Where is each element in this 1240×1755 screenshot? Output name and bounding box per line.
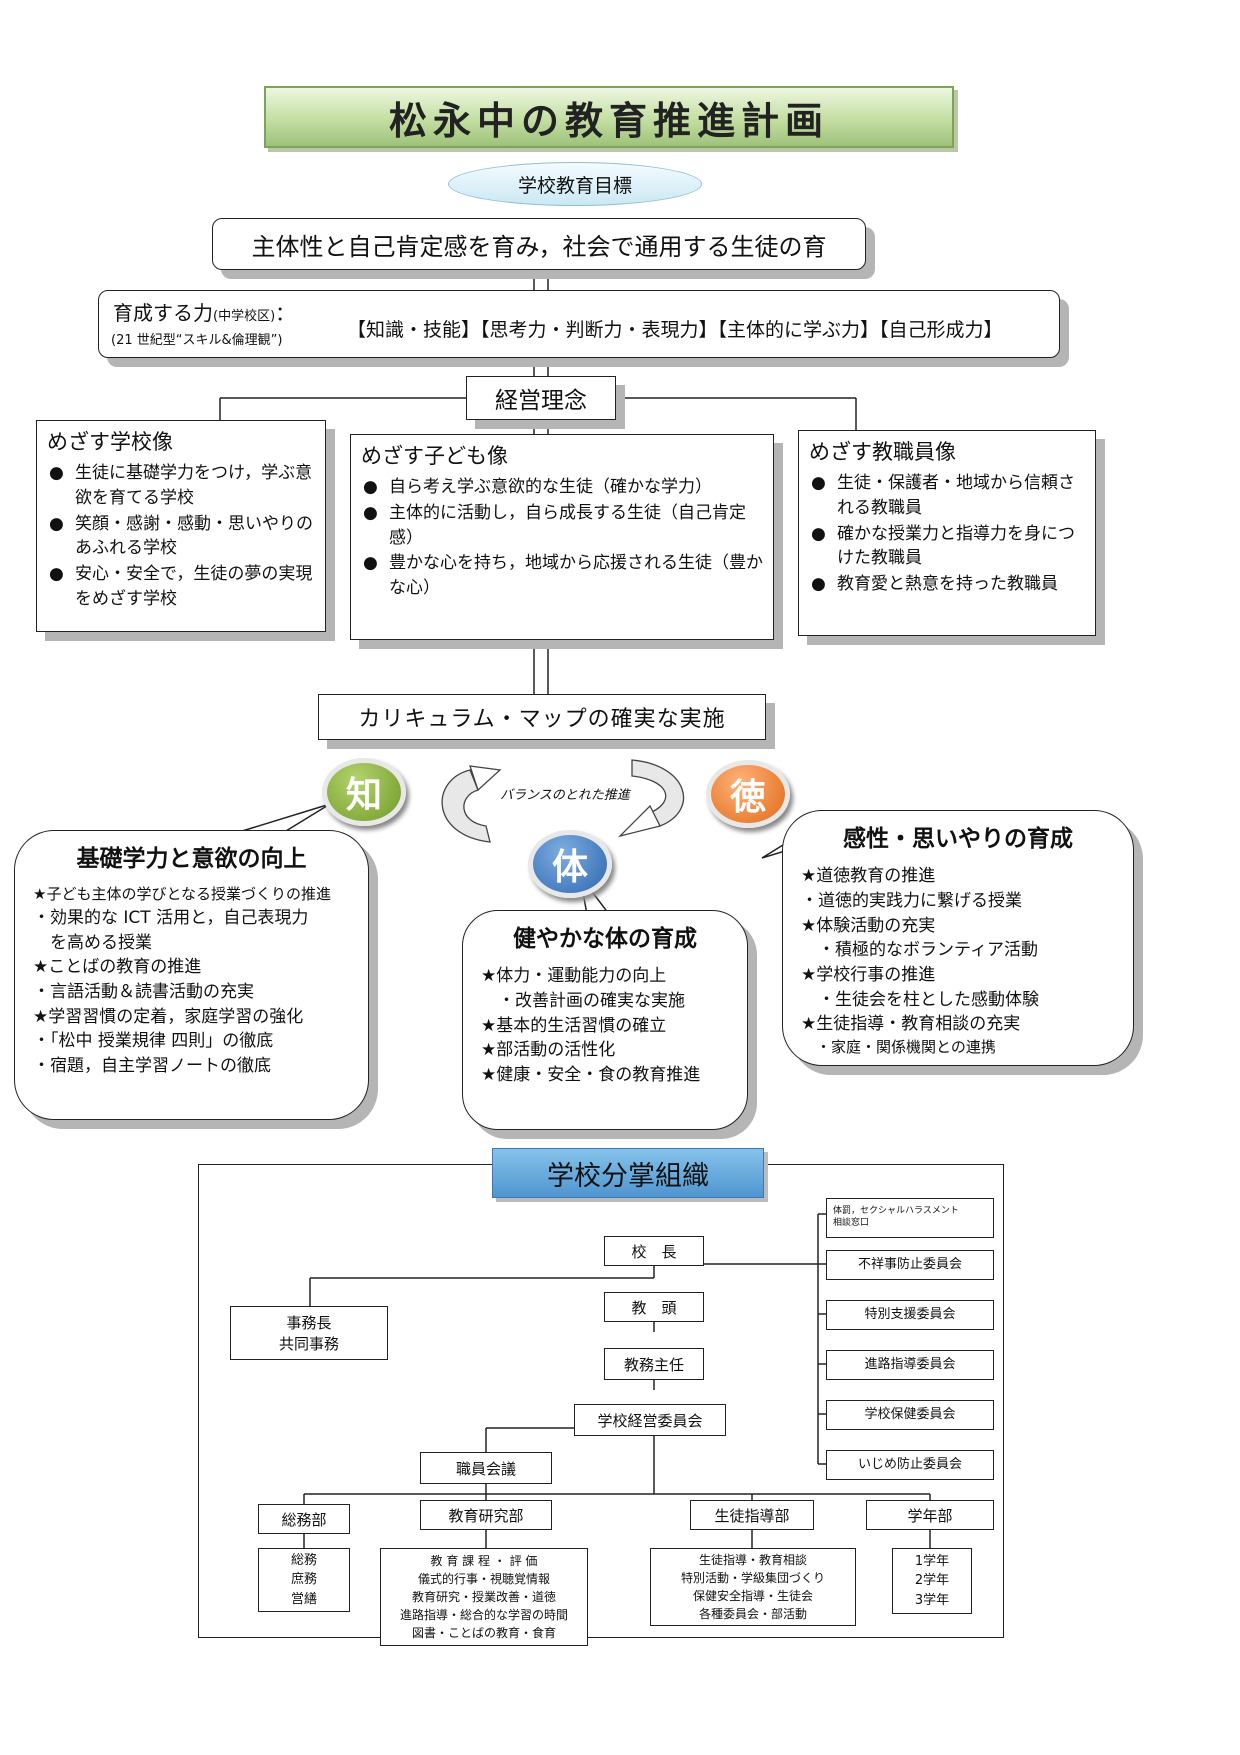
vision-staff: めざす教職員像 生徒・保護者・地域から信頼される教職員 確かな授業力と指導力を身…: [798, 430, 1096, 636]
list-item: 主体的に活動し，自ら成長する生徒（自己肯定感）: [361, 501, 763, 550]
chi-callout: 基礎学力と意欲の向上 ★子ども主体の学びとなる授業づくりの推進 ・効果的な IC…: [14, 830, 369, 1120]
committee-box: 体罰，セクシャルハラスメント 相談窓口: [826, 1198, 994, 1238]
toku-line: ・家庭・関係機関との連携: [801, 1037, 996, 1056]
vision-staff-title: めざす教職員像: [809, 440, 956, 464]
list-item: 笑顔・感謝・感動・思いやりのあふれる学校: [47, 512, 315, 561]
vice-principal-box: 教 頭: [604, 1292, 704, 1322]
department-box: 教育研究部: [420, 1500, 552, 1530]
committee-box: いじめ防止委員会: [826, 1450, 994, 1480]
chi-line: を高める授業: [33, 932, 152, 953]
staff-meeting-box: 職員会議: [420, 1452, 552, 1484]
toku-callout: 感性・思いやりの育成 ★道徳教育の推進 ・道徳的実践力に繋げる授業 ★体験活動の…: [782, 810, 1134, 1066]
toku-badge: 徳: [706, 760, 790, 828]
tai-line: ・改善計画の確実な実施: [481, 990, 685, 1011]
list-item: 生徒に基礎学力をつけ，学ぶ意欲を育てる学校: [47, 461, 315, 510]
skills-box: 育成する力(中学校区)： (21 世紀型“スキル&倫理観”) 【知識・技能】【思…: [98, 290, 1060, 358]
vision-school-title: めざす学校像: [47, 430, 173, 454]
chi-line: ・効果的な ICT 活用と，自己表現力: [33, 908, 309, 929]
list-item: 自ら考え学ぶ意欲的な生徒（確かな学力）: [361, 475, 763, 500]
tai-line: ★健康・安全・食の教育推進: [481, 1064, 701, 1085]
department-duties: 総務庶務営繕: [258, 1548, 350, 1612]
vision-school: めざす学校像 生徒に基礎学力をつけ，学ぶ意欲を育てる学校 笑顔・感謝・感動・思い…: [36, 420, 326, 632]
school-goal: 主体性と自己肯定感を育み，社会で通用する生徒の育: [212, 218, 866, 270]
chief-box: 教務主任: [604, 1348, 704, 1380]
chi-line: ・「松中 授業規律 四則」の徹底: [33, 1031, 274, 1052]
tai-callout: 健やかな体の育成 ★体力・運動能力の向上 ・改善計画の確実な実施 ★基本的生活習…: [462, 910, 748, 1130]
tai-title: 健やかな体の育成: [513, 926, 697, 952]
department-duties: 教 育 課 程 ・ 評 価儀式的行事・視聴覚情報教育研究・授業改善・道徳進路指導…: [380, 1548, 588, 1646]
chi-line: ★ことばの教育の推進: [33, 957, 202, 978]
balance-label: バランスのとれた推進: [500, 788, 630, 803]
management-committee-box: 学校経営委員会: [574, 1404, 726, 1436]
committee-box: 特別支援委員会: [826, 1300, 994, 1330]
tai-badge: 体: [528, 830, 612, 898]
chi-line: ★子ども主体の学びとなる授業づくりの推進: [33, 885, 331, 904]
committee-box: 進路指導委員会: [826, 1350, 994, 1380]
chi-line: ・宿題，自主学習ノートの徹底: [33, 1055, 271, 1076]
skills-sub: (21 世紀型“スキル&倫理観”): [111, 333, 283, 348]
toku-line: ・道徳的実践力に繋げる授業: [801, 890, 1022, 911]
vision-child: めざす子ども像 自ら考え学ぶ意欲的な生徒（確かな学力） 主体的に活動し，自ら成長…: [350, 434, 774, 640]
department-box: 生徒指導部: [690, 1500, 814, 1530]
skills-label: 育成する力(中学校区)：: [113, 301, 296, 325]
toku-title: 感性・思いやりの育成: [843, 826, 1073, 852]
department-duties: 生徒指導・教育相談特別活動・学級集団づくり保健安全指導・生徒会各種委員会・部活動: [650, 1548, 856, 1626]
tai-line: ★部活動の活性化: [481, 1040, 616, 1061]
toku-line: ★道徳教育の推進: [801, 866, 936, 887]
tai-line: ★体力・運動能力の向上: [481, 966, 667, 987]
toku-line: ★体験活動の充実: [801, 915, 936, 936]
list-item: 確かな授業力と指導力を身につけた教職員: [809, 522, 1085, 571]
chi-line: ★学習習慣の定着，家庭学習の強化: [33, 1006, 304, 1027]
list-item: 安心・安全で，生徒の夢の実現をめざす学校: [47, 562, 315, 611]
tai-line: ★基本的生活習慣の確立: [481, 1015, 667, 1036]
list-item: 豊かな心を持ち，地域から応援される生徒（豊かな心）: [361, 551, 763, 600]
chi-title: 基礎学力と意欲の向上: [76, 846, 307, 872]
office-box: 事務長共同事務: [230, 1306, 388, 1360]
chi-line: ・言語活動＆読書活動の充実: [33, 982, 254, 1003]
principal-box: 校 長: [604, 1236, 704, 1266]
page-title: 松永中の教育推進計画: [264, 86, 954, 148]
committee-box: 学校保健委員会: [826, 1400, 994, 1430]
committee-box: 不祥事防止委員会: [826, 1250, 994, 1280]
school-goal-label: 学校教育目標: [448, 162, 702, 206]
chi-badge: 知: [322, 758, 406, 826]
toku-line: ・積極的なボランティア活動: [801, 940, 1038, 961]
org-chart-title: 学校分掌組織: [492, 1148, 764, 1198]
toku-line: ★学校行事の推進: [801, 964, 936, 985]
management-philosophy: 経営理念: [466, 376, 616, 420]
list-item: 生徒・保護者・地域から信頼される教職員: [809, 471, 1085, 520]
skills-list: 【知識・技能】【思考力・判断力・表現力】【主体的に学ぶ力】【自己形成力】: [347, 319, 1003, 341]
toku-line: ★生徒指導・教育相談の充実: [801, 1014, 1021, 1035]
vision-child-title: めざす子ども像: [361, 444, 508, 468]
curriculum-map: カリキュラム・マップの確実な実施: [318, 694, 766, 740]
list-item: 教育愛と熱意を持った教職員: [809, 572, 1085, 597]
department-box: 総務部: [258, 1504, 350, 1534]
department-box: 学年部: [866, 1500, 994, 1530]
toku-line: ・生徒会を柱とした感動体験: [801, 989, 1039, 1010]
